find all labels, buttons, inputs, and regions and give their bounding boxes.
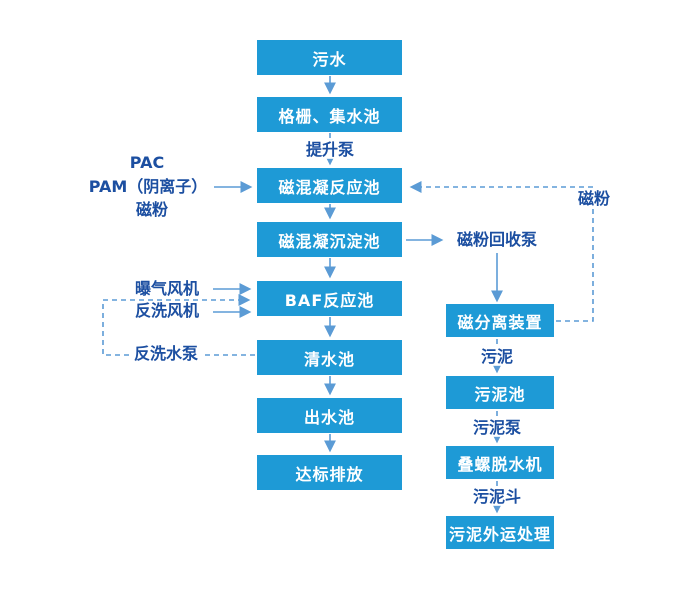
label-magnetic-powder-dosing: 磁粉 (132, 200, 172, 220)
box-screw-dewatering-machine: 叠螺脱水机 (446, 446, 554, 479)
box-effluent-tank: 出水池 (257, 398, 402, 433)
label-lift-pump: 提升泵 (302, 140, 358, 160)
label-sludge: 污泥 (477, 347, 517, 367)
box-standard-discharge: 达标排放 (257, 455, 402, 490)
label-backwash-water-pump: 反洗水泵 (130, 344, 202, 364)
label-magnetic-powder-recovery-pump: 磁粉回收泵 (453, 230, 541, 250)
box-sludge-offsite-disposal: 污泥外运处理 (446, 516, 554, 549)
box-sewage: 污水 (257, 40, 402, 75)
box-magnetic-separator: 磁分离装置 (446, 304, 554, 337)
label-backwash-blower: 反洗风机 (131, 301, 203, 321)
label-pam-anionic: PAM（阴离子） (85, 177, 211, 197)
label-magnetic-powder-recycle: 磁粉 (574, 189, 614, 209)
box-sludge-tank: 污泥池 (446, 376, 554, 409)
label-sludge-hopper: 污泥斗 (469, 487, 525, 507)
label-aeration-blower: 曝气风机 (131, 279, 203, 299)
dashed-magnetic-powder-recycle (409, 181, 594, 322)
box-screen-sump: 格栅、集水池 (257, 97, 402, 132)
label-sludge-pump: 污泥泵 (469, 418, 525, 438)
box-magnetic-coagulation-reaction: 磁混凝反应池 (257, 168, 402, 203)
box-clear-water-tank: 清水池 (257, 340, 402, 375)
box-magnetic-coagulation-sedimentation: 磁混凝沉淀池 (257, 222, 402, 257)
label-pac: PAC (126, 153, 168, 173)
box-baf-reactor: BAF反应池 (257, 281, 402, 316)
